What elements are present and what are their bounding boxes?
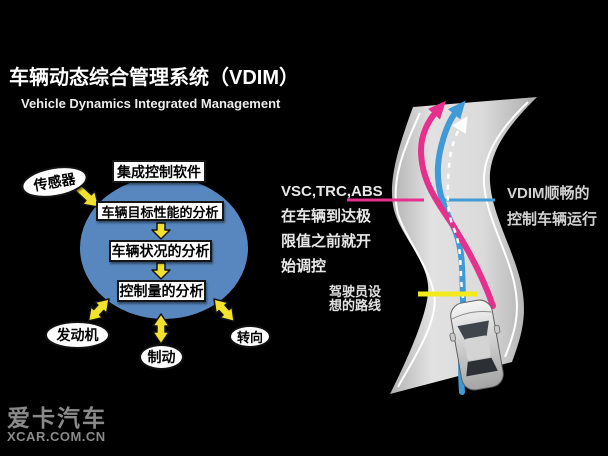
vsc-trajectory	[417, 100, 496, 309]
road-edge-left	[394, 112, 436, 388]
flow-arrow-2	[151, 262, 171, 280]
driver-trajectory	[446, 116, 468, 299]
driver-callout-line-2: 想的路线	[329, 298, 382, 313]
node-brake-label: 制动	[147, 349, 176, 365]
flow-arrow-1	[151, 222, 171, 240]
driver-callout-line-1: 驾驶员设	[329, 284, 382, 299]
vdim-callout-line-2: 控制车辆运行	[507, 211, 598, 228]
vdim-callout-text: VDIM顺畅的 控制车辆运行	[507, 181, 597, 233]
vsc-callout-line-4: 始调控	[281, 258, 327, 275]
vsc-callout-line-1: VSC,TRC,ABS	[281, 183, 383, 200]
vsc-callout-line-3: 限值之前就开	[281, 233, 372, 250]
flow-step-target-performance-analysis: 车辆目标性能的分析	[96, 201, 224, 221]
watermark-site: XCAR.COM.CN	[7, 429, 106, 444]
node-engine: 发动机	[45, 321, 110, 349]
page-title: 车辆动态综合管理系统（VDIM）	[9, 67, 299, 89]
vsc-callout-line-2: 在车辆到达极	[281, 208, 372, 225]
watermark-logo: 爱卡汽车 XCAR.COM.CN	[7, 406, 107, 444]
flow-step-control-quantity-analysis: 控制量的分析	[117, 280, 206, 302]
watermark-brand: 爱卡汽车	[7, 405, 107, 431]
road-edge-right	[482, 101, 529, 358]
node-engine-label: 发动机	[56, 327, 99, 343]
flow-step-integrated-control-software: 集成控制软件	[112, 160, 206, 183]
flow-step-vehicle-condition-analysis: 车辆状况的分析	[109, 240, 212, 262]
node-steering: 转向	[229, 325, 271, 348]
node-sensor-label: 传感器	[32, 170, 77, 194]
node-brake: 制动	[139, 344, 184, 370]
vdim-callout-line-1: VDIM顺畅的	[507, 185, 590, 202]
node-steering-label: 转向	[236, 330, 263, 345]
steering-arrow	[213, 298, 235, 323]
car-top-view	[449, 299, 504, 391]
page-subtitle: Vehicle Dynamics Integrated Management	[21, 96, 281, 111]
vsc-callout-text: VSC,TRC,ABS 在车辆到达极 限值之前就开 始调控	[281, 179, 383, 279]
driver-callout-text: 驾驶员设 想的路线	[329, 285, 381, 313]
